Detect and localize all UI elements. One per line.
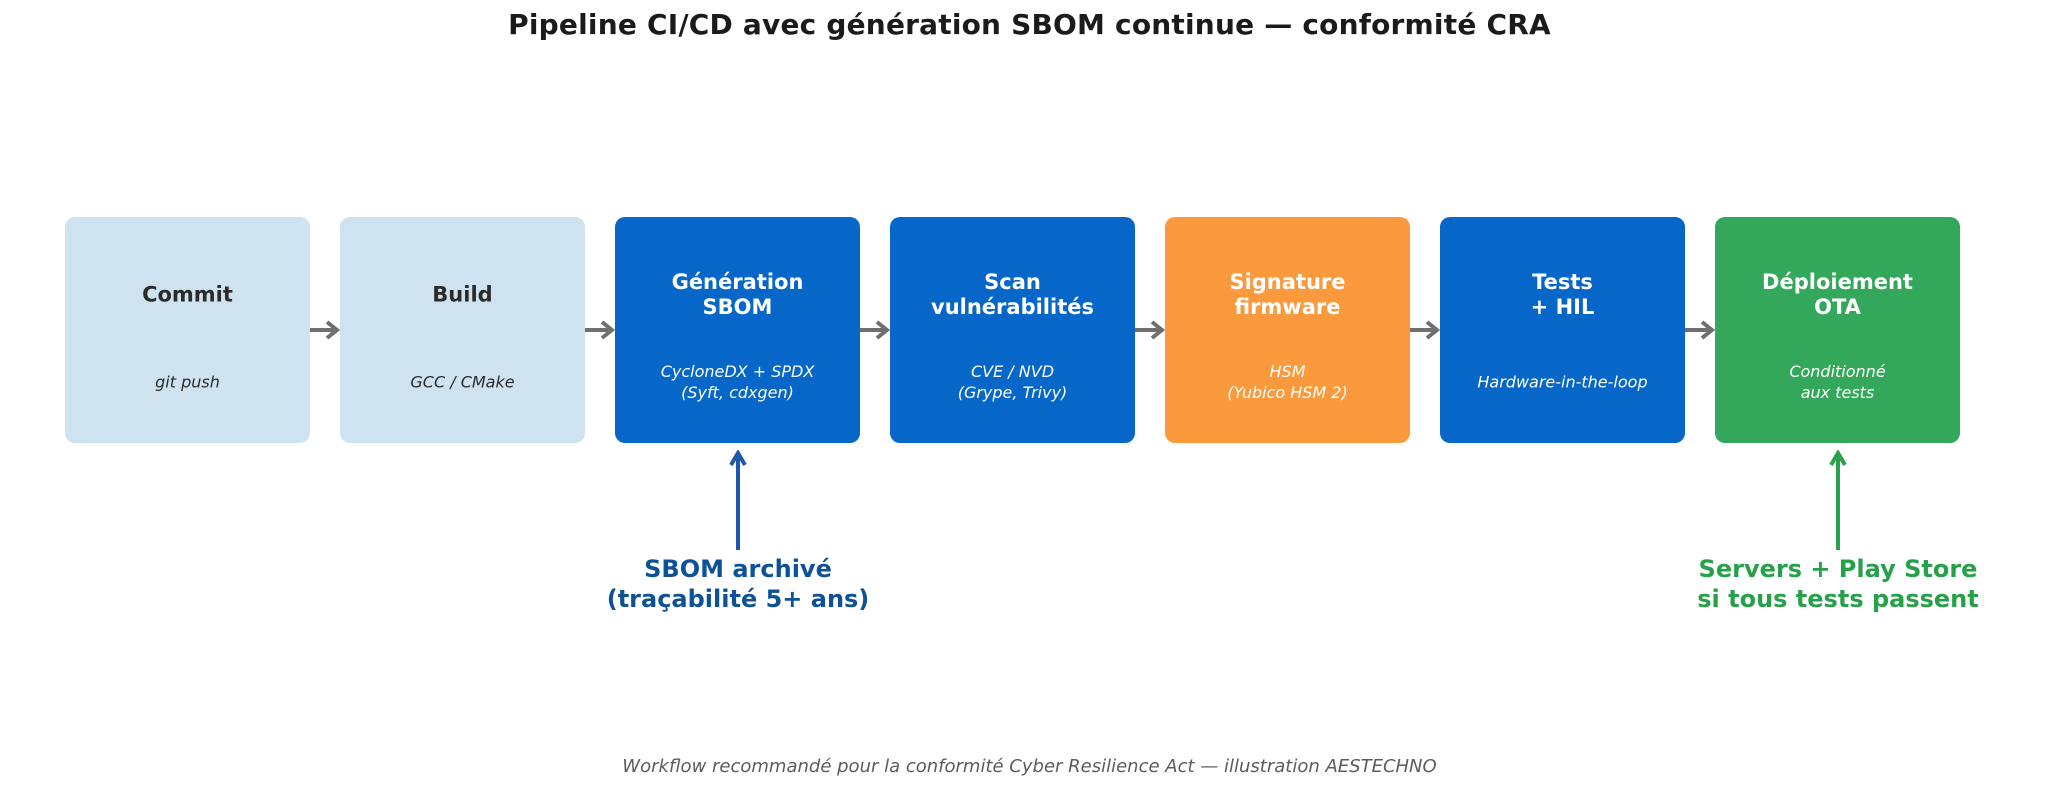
stage-signature-firmware-title: Signature firmware xyxy=(1229,270,1346,319)
page-title: Pipeline CI/CD avec génération SBOM cont… xyxy=(508,8,1551,41)
stage-build: Build GCC / CMake xyxy=(340,217,585,443)
arrow-right-icon xyxy=(1685,320,1715,340)
flow-connector xyxy=(585,217,615,443)
arrow-up-icon xyxy=(1829,450,1847,550)
stage-commit-subtitle: git push xyxy=(155,372,220,392)
stage-signature-firmware: Signature firmware HSM (Yubico HSM 2) xyxy=(1165,217,1410,443)
arrow-right-icon xyxy=(1135,320,1165,340)
stage-scan-vulnerabilites-title: Scan vulnérabilités xyxy=(931,270,1094,319)
stage-tests-hil-subtitle: Hardware-in-the-loop xyxy=(1477,372,1648,392)
stage-generation-sbom: Génération SBOM CycloneDX + SPDX (Syft, … xyxy=(615,217,860,443)
stage-generation-sbom-title: Génération SBOM xyxy=(671,270,804,319)
arrow-right-icon xyxy=(585,320,615,340)
annotation-deploy-condition: Servers + Play Store si tous tests passe… xyxy=(1697,555,1979,613)
stage-build-title: Build xyxy=(432,282,493,307)
stage-build-subtitle: GCC / CMake xyxy=(410,372,515,392)
stage-tests-hil: Tests + HIL Hardware-in-the-loop xyxy=(1440,217,1685,443)
arrow-right-icon xyxy=(310,320,340,340)
flow-connector xyxy=(1135,217,1165,443)
stage-deploiement-ota-title: Déploiement OTA xyxy=(1762,270,1913,319)
stage-commit-title: Commit xyxy=(142,282,233,307)
stage-signature-firmware-subtitle: HSM (Yubico HSM 2) xyxy=(1227,362,1348,402)
stage-tests-hil-title: Tests + HIL xyxy=(1530,270,1595,319)
stage-scan-vulnerabilites-subtitle: CVE / NVD (Grype, Trivy) xyxy=(957,362,1068,402)
footer-caption: Workflow recommandé pour la conformité C… xyxy=(622,756,1437,777)
flow-connector xyxy=(310,217,340,443)
stage-generation-sbom-subtitle: CycloneDX + SPDX (Syft, cdxgen) xyxy=(660,362,815,402)
flow-connector xyxy=(1685,217,1715,443)
pipeline-row: Commit git push Build GCC / CMake Généra… xyxy=(65,217,1960,443)
flow-connector xyxy=(860,217,890,443)
arrow-right-icon xyxy=(860,320,890,340)
flow-connector xyxy=(1410,217,1440,443)
stage-deploiement-ota: Déploiement OTA Conditionné aux tests xyxy=(1715,217,1960,443)
stage-deploiement-ota-subtitle: Conditionné aux tests xyxy=(1789,362,1886,402)
stage-commit: Commit git push xyxy=(65,217,310,443)
stage-scan-vulnerabilites: Scan vulnérabilités CVE / NVD (Grype, Tr… xyxy=(890,217,1135,443)
arrow-up-icon xyxy=(729,450,747,550)
arrow-right-icon xyxy=(1410,320,1440,340)
annotation-sbom-archive: SBOM archivé (traçabilité 5+ ans) xyxy=(606,555,870,613)
